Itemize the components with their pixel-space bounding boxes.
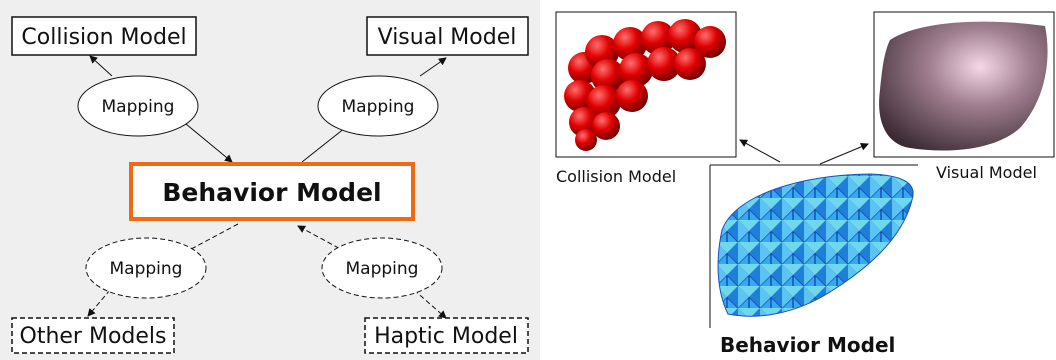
collision-model-label: Collision Model	[21, 25, 186, 50]
liver-illustration-svg: Collision Model Visual Model Behavior Mo…	[555, 11, 1055, 357]
visual-model-label: Visual Model	[378, 25, 517, 50]
other-models-box	[11, 317, 175, 354]
behavior-model-label: Behavior Model	[162, 178, 381, 207]
dashed-arrow-to-haptic	[413, 289, 447, 319]
collision-model-box	[11, 16, 197, 56]
visual-model-box	[366, 16, 529, 56]
mapping-ellipse-bottom-left	[85, 237, 207, 299]
collision-model-caption: Collision Model	[556, 167, 676, 186]
other-models-label: Other Models	[20, 324, 167, 349]
behavior-model-box	[129, 162, 415, 221]
collision-model-spheres	[564, 19, 726, 151]
dashed-behavior-to-mapping	[179, 223, 239, 256]
arrow-mapping-to-visual	[419, 57, 447, 77]
mapping-label-bottom-right: Mapping	[346, 259, 419, 279]
arrow-behavior-to-collision	[739, 139, 781, 163]
mapping-label-bottom-left: Mapping	[110, 259, 183, 279]
arrow-mapping-to-collision	[89, 55, 113, 77]
mapping-label-top-right: Mapping	[342, 97, 415, 117]
haptic-model-box	[364, 317, 529, 354]
arrow-behavior-to-visual	[819, 143, 869, 165]
architecture-diagram-svg: Collision Model Visual Model Mapping Map…	[11, 16, 529, 354]
dashed-arrow-to-other	[87, 289, 111, 317]
mapping-label-top-left: Mapping	[102, 97, 175, 117]
behavior-model-mesh	[717, 173, 914, 317]
mapping-ellipse-top-right	[317, 75, 439, 137]
haptic-model-label: Haptic Model	[374, 324, 518, 349]
mapping-ellipse-top-left	[77, 75, 199, 137]
mapping-ellipse-bottom-right	[321, 237, 443, 299]
software-architecture-diagram: Collision Model Visual Model Mapping Map…	[0, 0, 540, 360]
behavior-model-caption: Behavior Model	[720, 333, 895, 357]
arrow-mapping-to-behavior	[185, 123, 233, 163]
visual-model-liver-shape	[879, 21, 1048, 151]
visual-model-caption: Visual Model	[936, 163, 1037, 182]
liver-model-illustration: Collision Model Visual Model Behavior Mo…	[540, 0, 1056, 360]
